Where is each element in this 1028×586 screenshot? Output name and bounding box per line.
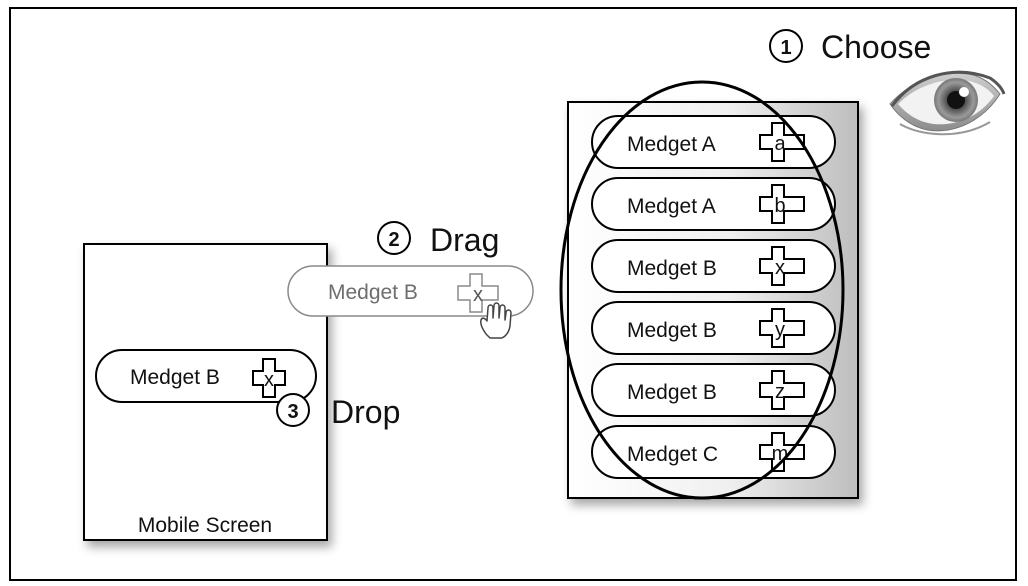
dragging-medget[interactable]: Medget B x bbox=[287, 265, 534, 339]
puzzle-icon: y bbox=[759, 308, 805, 348]
medget-label: Medget C bbox=[627, 443, 718, 466]
puzzle-icon-letter: x bbox=[775, 257, 785, 279]
puzzle-icon-letter: z bbox=[775, 381, 785, 403]
medget-label: Medget B bbox=[627, 381, 717, 404]
puzzle-icon: x bbox=[252, 358, 286, 398]
puzzle-icon-letter: b bbox=[774, 195, 785, 217]
mobile-screen-label: Mobile Screen bbox=[138, 514, 272, 537]
dropped-medget[interactable]: Medget B x bbox=[95, 349, 317, 403]
puzzle-icon-letter: x bbox=[473, 284, 483, 306]
step-choose: 1 Choose bbox=[769, 29, 931, 65]
step-number-badge bbox=[769, 29, 803, 63]
step-number-badge bbox=[276, 393, 310, 427]
palette-medget-item[interactable]: Medget A b bbox=[591, 177, 836, 231]
dropped-medget-pill bbox=[95, 349, 317, 403]
puzzle-icon: x bbox=[457, 273, 499, 313]
puzzle-icon-letter: a bbox=[774, 133, 786, 155]
step-number: 3 bbox=[287, 401, 298, 423]
step-number-badge bbox=[377, 221, 411, 255]
palette-medget-item[interactable]: Medget A a bbox=[591, 115, 836, 169]
eye-icon bbox=[889, 70, 1006, 136]
step-label: Drop bbox=[331, 394, 400, 430]
dragging-medget-label: Medget B bbox=[328, 281, 418, 304]
medget-label: Medget A bbox=[627, 133, 716, 156]
palette-medget-item[interactable]: Medget B y bbox=[591, 301, 836, 355]
selection-ellipse bbox=[559, 80, 845, 500]
puzzle-icon-letter: y bbox=[775, 319, 785, 341]
step-number: 2 bbox=[388, 229, 399, 251]
step-label: Drag bbox=[430, 222, 499, 258]
puzzle-icon-letter: x bbox=[264, 369, 274, 391]
puzzle-icon: b bbox=[759, 184, 805, 224]
puzzle-icon: z bbox=[759, 370, 805, 410]
dropped-medget-label: Medget B bbox=[130, 366, 220, 389]
step-number: 1 bbox=[780, 37, 791, 59]
hand-cursor-icon bbox=[480, 302, 512, 339]
medget-label: Medget A bbox=[627, 195, 716, 218]
palette-medget-item[interactable]: Medget B z bbox=[591, 363, 836, 417]
step-label: Choose bbox=[821, 29, 931, 65]
step-drop: 3 Drop bbox=[276, 393, 400, 430]
step-drag: 2 Drag bbox=[377, 221, 499, 258]
puzzle-icon: x bbox=[759, 246, 805, 286]
medget-label: Medget B bbox=[627, 257, 717, 280]
palette-medget-item[interactable]: Medget B x bbox=[591, 239, 836, 293]
medget-label: Medget B bbox=[627, 319, 717, 342]
